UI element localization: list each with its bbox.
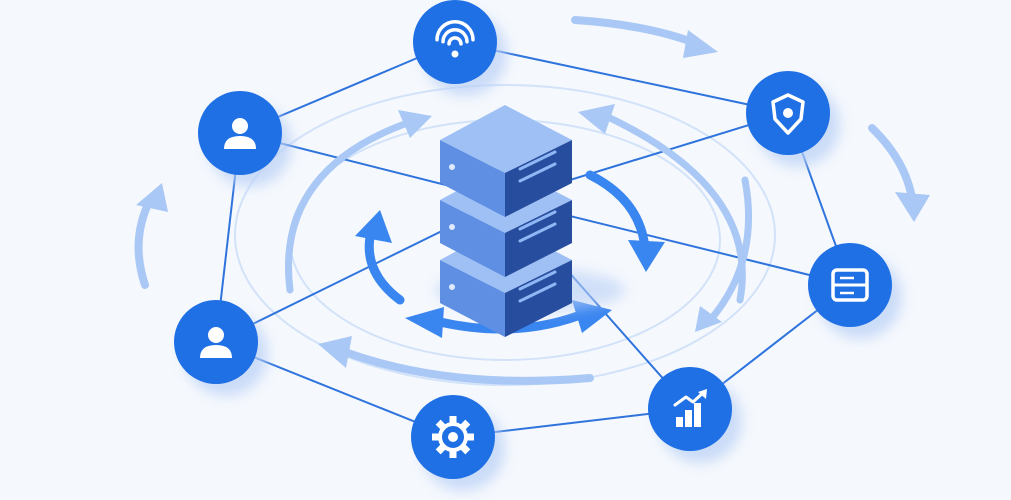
gear-ring (438, 422, 468, 452)
flow-arrowhead-right-down (628, 240, 665, 272)
flow-arrowhead-right-ring (695, 306, 722, 332)
flow-arrow-left-outer (134, 196, 154, 289)
node-circle (648, 367, 732, 451)
node-circle (413, 0, 497, 84)
server-led (449, 164, 455, 170)
flow-arrowhead-upper-ring (578, 104, 615, 134)
server-left-face (440, 200, 505, 277)
flow-arrow-right-outer (868, 124, 916, 202)
connection-line-wifi-shield (454, 41, 789, 114)
server-left-face (440, 140, 505, 217)
server-slot (518, 210, 557, 231)
server-right-face (505, 200, 572, 277)
user-icon (200, 327, 232, 358)
node-wifi (413, 0, 507, 96)
gear-icon (432, 416, 474, 458)
chart-bar (685, 410, 692, 427)
node-analytics (648, 367, 742, 463)
flow-arrowhead-bottom-left (405, 307, 444, 338)
node-user-top (198, 91, 292, 187)
wifi-icon (435, 19, 475, 58)
server-unit-top (440, 105, 572, 217)
flow-arrow-left-ring (285, 118, 414, 294)
user-icon (224, 118, 256, 149)
flow-arrowhead-left-outer (136, 183, 168, 212)
shield-outline (771, 93, 805, 135)
gear-hub (448, 432, 458, 442)
chart-bar (676, 417, 683, 427)
server-led (449, 284, 455, 290)
wifi-arc (435, 19, 475, 42)
node-user-bottom (174, 300, 268, 396)
server-slot (518, 150, 557, 171)
node-storage (808, 243, 902, 339)
user-head (208, 327, 224, 343)
server-led (449, 224, 455, 230)
flow-arrowhead-top-right (683, 30, 718, 58)
server-right-face (505, 260, 572, 337)
user-head (232, 118, 248, 134)
user-body (224, 136, 256, 149)
flow-arrow-right-ring (708, 176, 753, 322)
server-left-face (440, 260, 505, 337)
node-settings (411, 395, 505, 491)
flow-arrows (134, 16, 930, 385)
server-right-face (505, 140, 572, 217)
flow-arrowhead-left-ring (398, 110, 432, 138)
shield-icon (771, 93, 805, 135)
wifi-arc (441, 28, 469, 44)
chart-trend-line (673, 390, 706, 407)
chart-bar (694, 403, 701, 427)
server-top-face (440, 105, 572, 173)
network-nodes (174, 0, 902, 491)
server-slot (518, 282, 557, 303)
wifi-arc (447, 36, 463, 46)
node-shield (746, 71, 840, 167)
server-slot (518, 222, 557, 243)
storage-icon (831, 268, 869, 302)
flow-arrowhead-bottom-ring (318, 336, 352, 368)
flow-arrow-right-down (585, 170, 650, 253)
shield-core (783, 108, 793, 118)
flow-arrowhead-left-up (355, 210, 392, 243)
user-body (200, 345, 232, 358)
gear-tooth (449, 416, 457, 426)
orbit-ring-outer (234, 84, 776, 386)
wifi-dot (451, 50, 459, 58)
server-stack-icon (435, 105, 625, 337)
flow-arrowhead-right-outer (895, 192, 930, 222)
flow-arrow-bottom-ring (341, 348, 594, 385)
chart-trend-arrow (698, 389, 707, 399)
server-slot (518, 162, 557, 183)
gear-tooth (449, 448, 457, 458)
server-slot (518, 270, 557, 291)
bar-chart-icon (673, 389, 707, 427)
